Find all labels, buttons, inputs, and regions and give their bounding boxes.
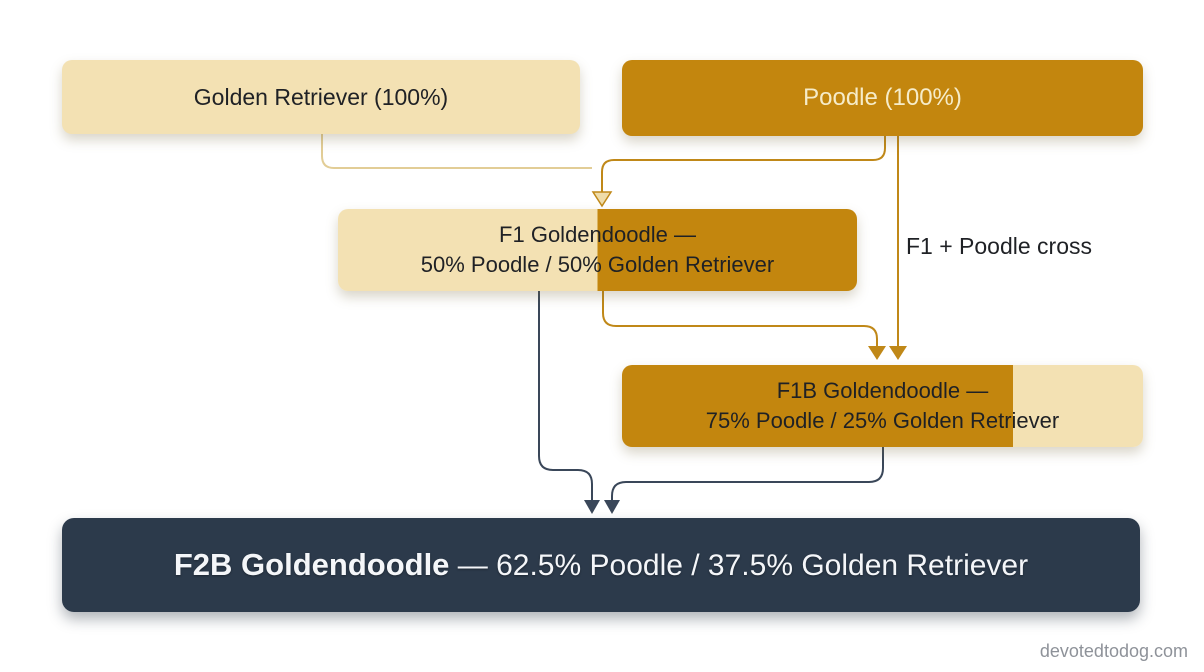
node-f1b-label: F1B Goldendoodle — 75% Poodle / 25% Gold… bbox=[706, 376, 1059, 436]
node-golden-retriever: Golden Retriever (100%) bbox=[62, 60, 580, 134]
arrowhead-f1-into-f1b-icon bbox=[868, 346, 886, 360]
node-f1b-label-line1: F1B Goldendoodle — bbox=[776, 378, 989, 403]
node-f1b: F1B Goldendoodle — 75% Poodle / 25% Gold… bbox=[622, 365, 1143, 447]
connector-goldenretriever-to-f1 bbox=[321, 133, 592, 169]
node-f2b-label: F2B Goldendoodle — 62.5% Poodle / 37.5% … bbox=[174, 547, 1028, 583]
node-poodle-label: Poodle (100%) bbox=[803, 84, 962, 111]
arrowhead-f1-into-f2b-icon bbox=[584, 500, 600, 514]
connector-poodle-to-f1 bbox=[601, 136, 886, 192]
node-golden-retriever-label: Golden Retriever (100%) bbox=[193, 83, 449, 110]
node-f2b: F2B Goldendoodle — 62.5% Poodle / 37.5% … bbox=[62, 518, 1140, 612]
node-f1-label-line1: F1 Goldendoodle — bbox=[499, 222, 696, 247]
node-poodle: Poodle (100%) bbox=[622, 60, 1143, 136]
arrowhead-into-f1-icon bbox=[591, 191, 613, 208]
connector-f1-to-f2b bbox=[538, 291, 593, 500]
node-f2b-label-bold: F2B Goldendoodle bbox=[173, 547, 450, 582]
connector-f1b-to-f2b bbox=[611, 447, 884, 500]
node-f1: F1 Goldendoodle — 50% Poodle / 50% Golde… bbox=[338, 209, 857, 291]
watermark: devotedtodog.com bbox=[1039, 641, 1188, 661]
edge-label-f1-poodle-cross: F1 + Poodle cross bbox=[906, 233, 1093, 259]
connector-f1-to-f1b bbox=[602, 291, 878, 346]
node-f1-label-line2: 50% Poodle / 50% Golden Retriever bbox=[420, 252, 775, 277]
node-f2b-label-rest: — 62.5% Poodle / 37.5% Golden Retriever bbox=[449, 549, 1029, 582]
arrowhead-poodle-into-f1b-icon bbox=[889, 346, 907, 360]
node-f1-label: F1 Goldendoodle — 50% Poodle / 50% Golde… bbox=[421, 220, 774, 280]
node-f1b-label-line2: 75% Poodle / 25% Golden Retriever bbox=[705, 408, 1060, 433]
arrowhead-f1b-into-f2b-icon bbox=[604, 500, 620, 514]
